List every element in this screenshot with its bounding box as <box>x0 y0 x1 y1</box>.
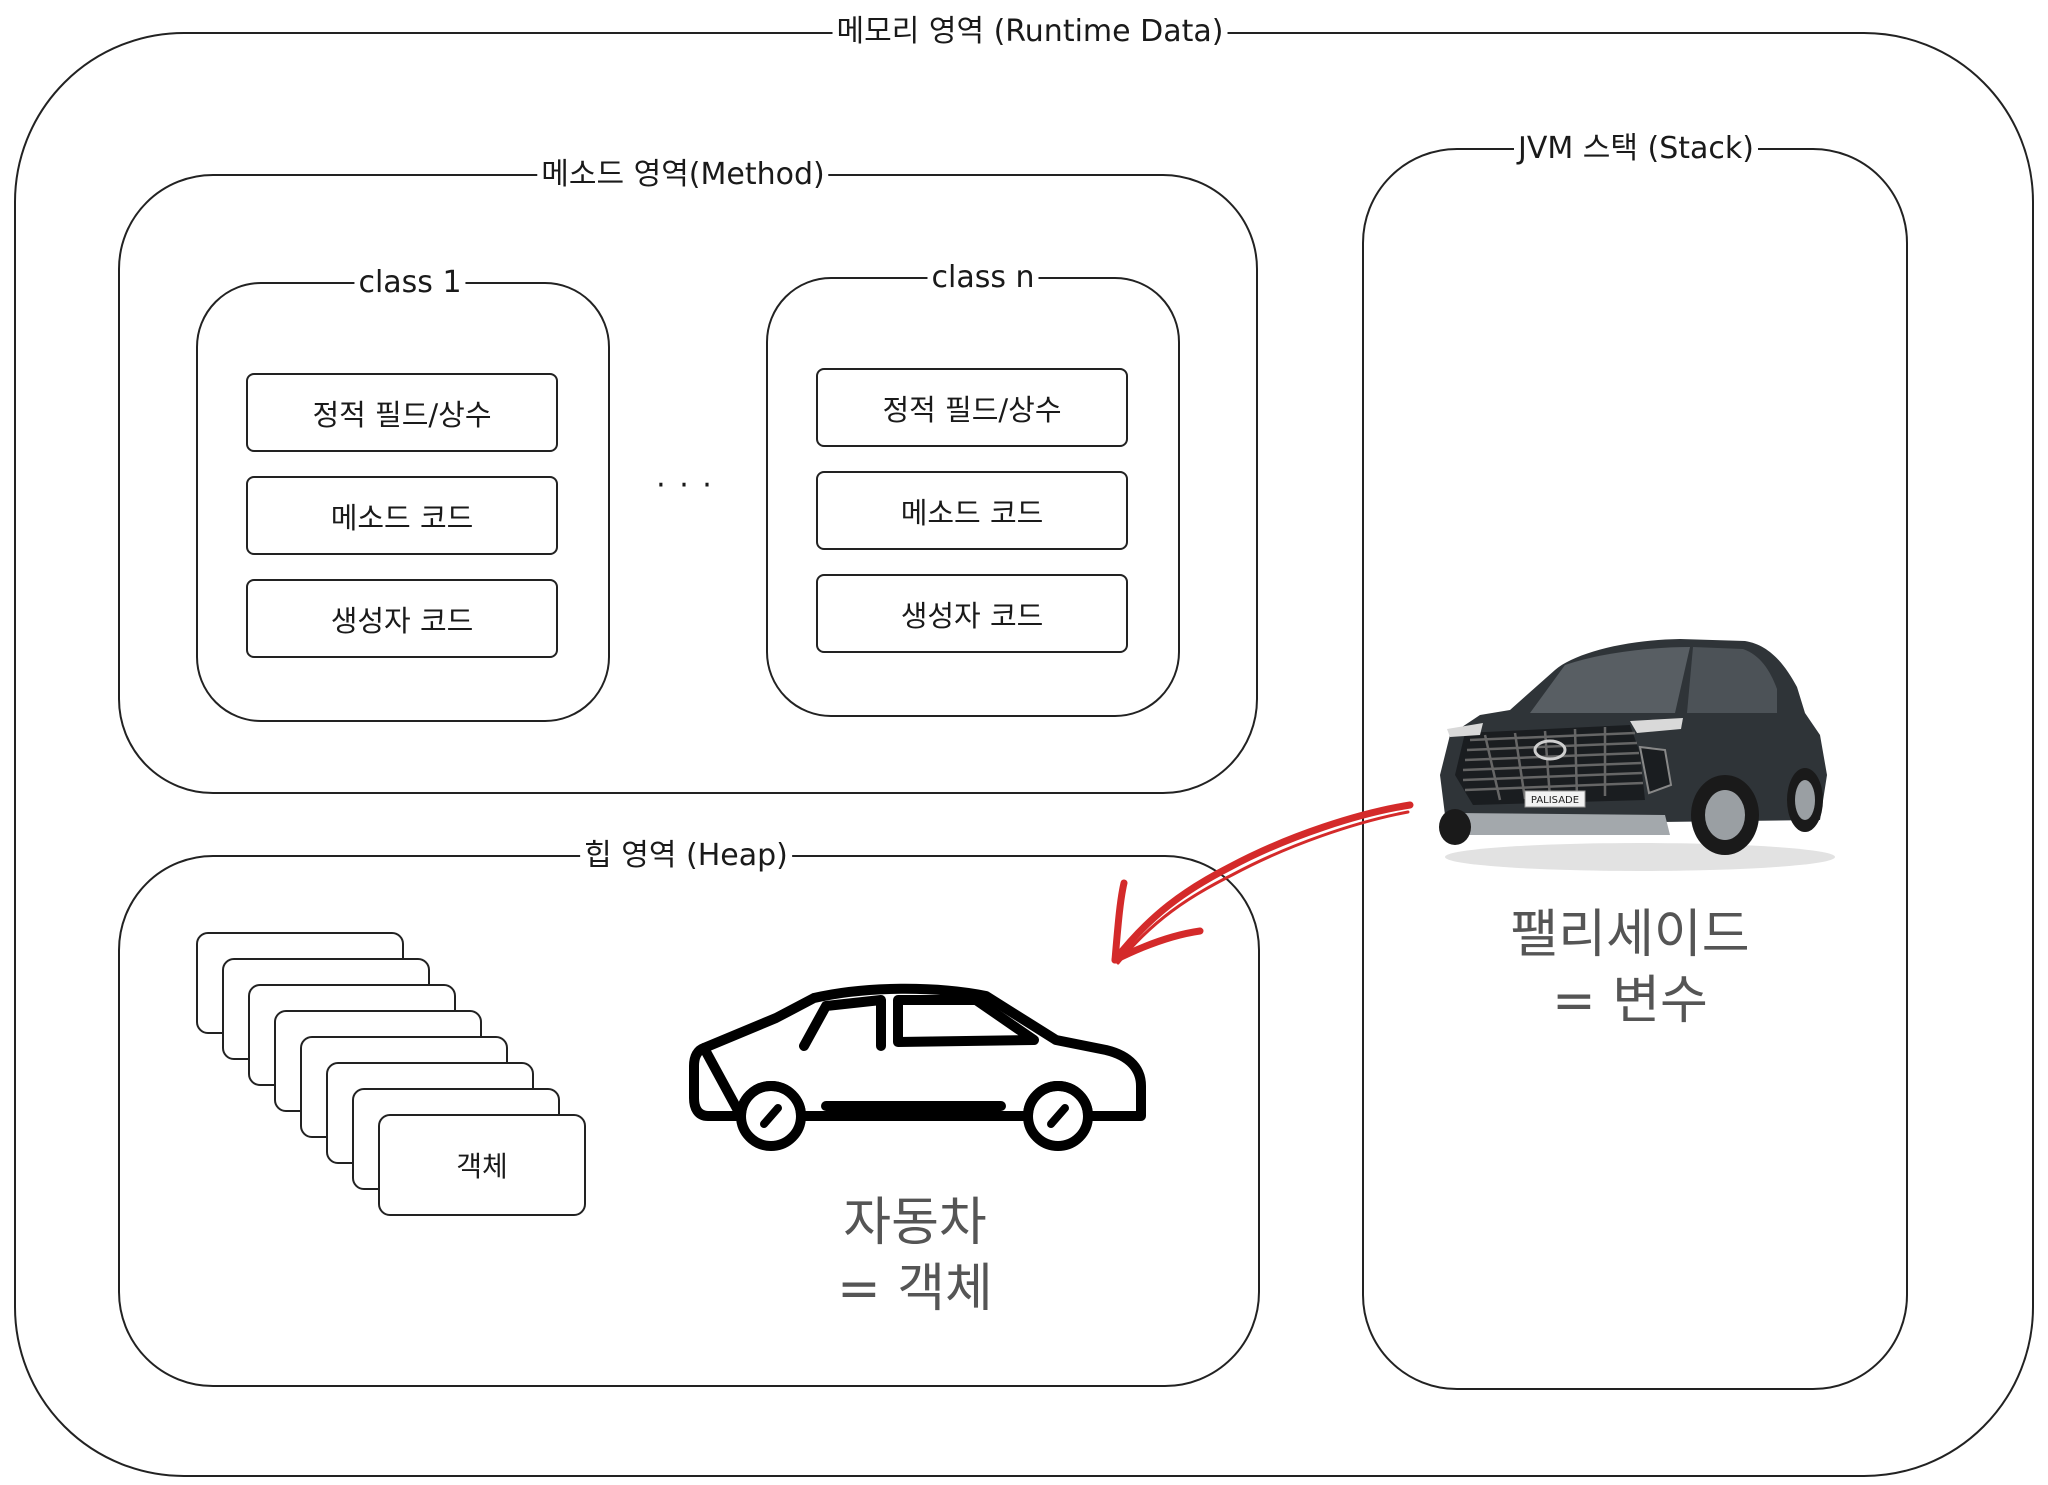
object-card-label: 객체 <box>456 1150 508 1183</box>
class-n-title: class n <box>927 260 1039 296</box>
suv-photo: PALISADE <box>1439 639 1835 871</box>
car-caption-line2: = 객체 <box>837 1259 993 1319</box>
class-1-static-field-slot: 정적 필드/상수 <box>246 373 558 452</box>
class-n-static-field-slot: 정적 필드/상수 <box>816 368 1128 447</box>
method-area-title: 메소드 영역(Method) <box>537 157 829 193</box>
suv-caption-line2: = 변수 <box>1552 971 1708 1031</box>
suv-badge-text: PALISADE <box>1531 795 1579 806</box>
class-n-constructor-code-slot: 생성자 코드 <box>816 574 1128 653</box>
class-1-title: class 1 <box>354 265 466 301</box>
class-1-constructor-code-slot: 생성자 코드 <box>246 579 558 658</box>
class-ellipsis: · · · <box>656 468 714 503</box>
car-outline-icon <box>689 983 1146 1151</box>
heap-area-title: 힙 영역 (Heap) <box>580 838 792 874</box>
hand-drawn-red-arrow <box>1111 801 1414 965</box>
object-card-front: 객체 <box>378 1114 586 1216</box>
runtime-data-title: 메모리 영역 (Runtime Data) <box>832 14 1228 50</box>
jvm-stack-title: JVM 스택 (Stack) <box>1514 131 1758 167</box>
car-caption-line1: 자동차 <box>843 1193 987 1253</box>
class-n-method-code-slot: 메소드 코드 <box>816 471 1128 550</box>
suv-caption-line1: 팰리세이드 <box>1510 905 1750 965</box>
class-1-method-code-slot: 메소드 코드 <box>246 476 558 555</box>
